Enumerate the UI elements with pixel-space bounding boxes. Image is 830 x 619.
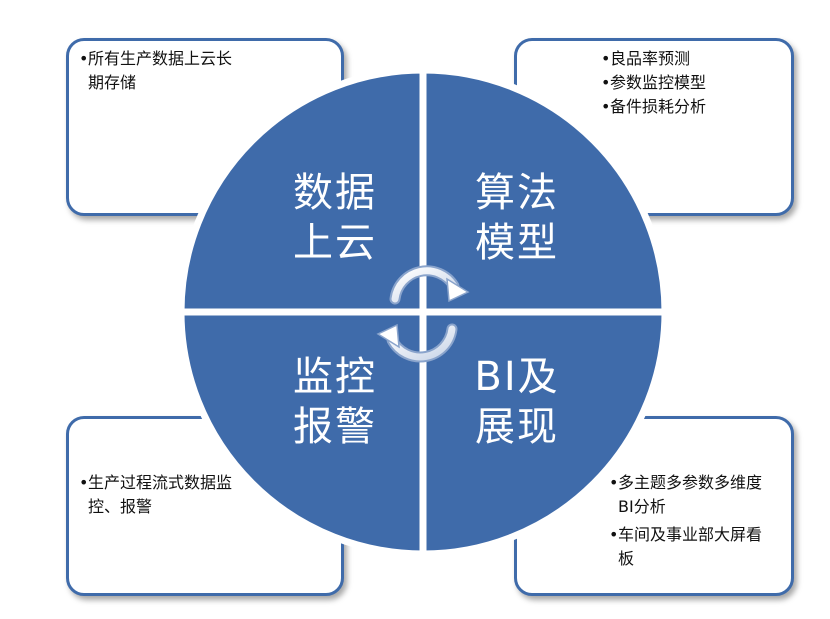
list-item: 所有生产数据上云长期存储: [79, 47, 239, 95]
cycle-arrows-icon: [376, 265, 470, 363]
callout-list-bottom-left: 生产过程流式数据监控、报警: [79, 471, 254, 519]
quadrant-label-line: 监控: [293, 354, 377, 400]
quadrant-top-right: [419, 66, 669, 316]
quadrant-bottom-right: [419, 308, 669, 558]
list-item: 良品率预测: [601, 47, 771, 71]
quadrant-label-data-cloud: 数据 上云: [280, 168, 390, 268]
quadrant-label-monitor-alarm: 监控 报警: [280, 352, 390, 452]
list-item: 备件损耗分析: [601, 95, 771, 119]
quadrant-top-left: [177, 66, 427, 316]
quadrant-label-algorithm-model: 算法 模型: [462, 168, 572, 268]
quadrant-label-line: BI及: [474, 354, 560, 400]
quadrant-label-line: 模型: [475, 220, 559, 266]
quadrant-label-line: 算法: [475, 170, 559, 216]
quadrant-label-line: 报警: [293, 404, 377, 450]
callout-list-bottom-right: 多主题多参数多维度BI分析 车间及事业部大屏看板: [609, 471, 774, 571]
quadrant-label-line: 数据: [293, 170, 377, 216]
list-item: 参数监控模型: [601, 71, 771, 95]
list-item: 生产过程流式数据监控、报警: [79, 471, 254, 519]
callout-list-top-right: 良品率预测 参数监控模型 备件损耗分析: [601, 47, 771, 119]
quadrant-label-bi-display: BI及 展现: [462, 352, 572, 452]
quadrant-label-line: 展现: [475, 404, 559, 450]
list-item: 车间及事业部大屏看板: [609, 523, 774, 571]
list-item: 多主题多参数多维度BI分析: [609, 471, 774, 519]
callout-list-top-left: 所有生产数据上云长期存储: [79, 47, 239, 95]
quadrant-label-line: 上云: [293, 220, 377, 266]
